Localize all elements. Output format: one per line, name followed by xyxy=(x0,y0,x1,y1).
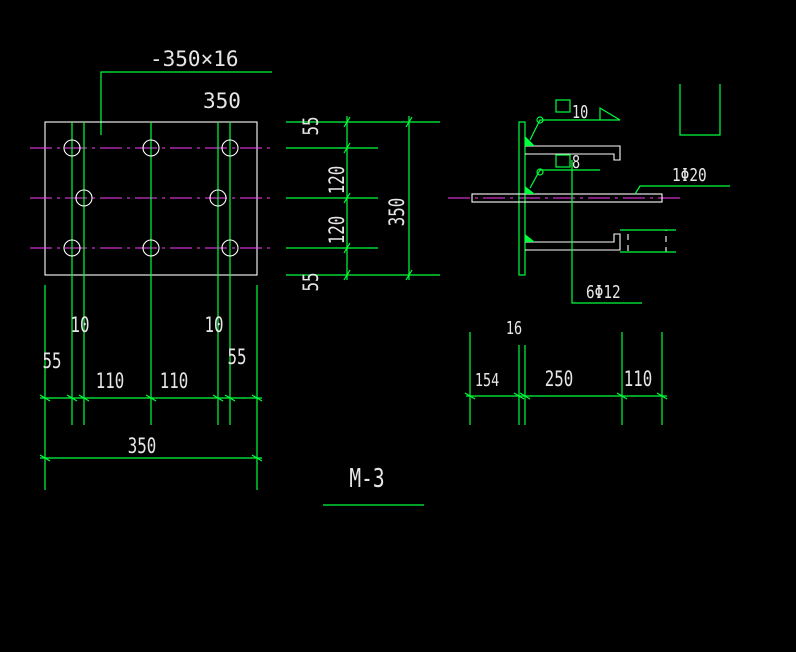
weld-leader-top xyxy=(529,119,620,141)
weld-mark xyxy=(525,234,535,242)
dim-top-55: 55 xyxy=(300,117,324,136)
tick xyxy=(145,394,157,402)
drawing-title-block: M-3 xyxy=(323,464,424,506)
tick xyxy=(519,392,531,400)
bar-main-label: 1Φ20 xyxy=(672,164,707,185)
plan-view: -350×16 350 xyxy=(30,47,272,490)
bolt-hole xyxy=(63,139,81,157)
dim-250: 250 xyxy=(545,368,573,392)
plate-spec-leader xyxy=(100,71,272,135)
weld-size-mid: 8 xyxy=(572,151,580,172)
plate-spec-label: -350×16 xyxy=(150,47,239,71)
tick xyxy=(464,392,476,400)
tick xyxy=(343,269,351,281)
dim-thickness-16: 16 xyxy=(506,317,522,338)
weld-mark xyxy=(525,136,535,146)
bolt-hole xyxy=(63,239,81,257)
tick xyxy=(656,392,668,400)
hook-detail xyxy=(627,229,667,253)
dim-right-10: 10 xyxy=(205,314,224,338)
tick xyxy=(39,454,51,462)
weld-dot xyxy=(536,116,544,124)
dim-bottom-55: 55 xyxy=(300,273,324,292)
dim-mid-110-a: 110 xyxy=(96,370,124,394)
tick xyxy=(343,242,351,254)
tick xyxy=(405,116,413,128)
anchor-bars-leader xyxy=(571,160,642,304)
tick xyxy=(78,394,90,402)
dim-154: 154 xyxy=(475,369,499,390)
dim-lower-120: 120 xyxy=(326,216,350,244)
dim-overall-350: 350 xyxy=(128,435,156,459)
weld-leader-mid xyxy=(529,169,600,189)
bolt-hole xyxy=(209,189,227,207)
tick xyxy=(513,392,525,400)
bolt-hole xyxy=(221,139,239,157)
tick xyxy=(343,192,351,204)
dim-upper-120: 120 xyxy=(326,166,350,194)
anchor-bars-label: 6Φ12 xyxy=(586,281,621,302)
side-section: 10 8 1Φ20 6Φ12 16 154 250 110 xyxy=(448,84,730,425)
dim-110-side: 110 xyxy=(624,368,652,392)
middle-anchor-bar xyxy=(471,193,663,203)
tick xyxy=(616,392,628,400)
tick xyxy=(251,394,263,402)
drawing-title: M-3 xyxy=(349,464,384,493)
dim-left-10: 10 xyxy=(71,314,90,338)
weld-square-symbol xyxy=(555,99,571,113)
weld-square-symbol xyxy=(555,154,571,168)
bolt-hole xyxy=(221,239,239,257)
tick xyxy=(251,454,263,462)
tick xyxy=(39,394,51,402)
dim-mid-110-b: 110 xyxy=(160,370,188,394)
tick xyxy=(343,116,351,128)
bar-main-leader xyxy=(634,185,730,195)
tick xyxy=(405,269,413,281)
tick xyxy=(224,394,236,402)
u-bar-symbol xyxy=(679,84,721,136)
tick xyxy=(212,394,224,402)
weld-dot xyxy=(536,168,544,176)
dim-overall-350-vertical: 350 xyxy=(386,198,410,226)
elevation-dimensions: 55 120 120 55 350 xyxy=(286,116,440,291)
dim-left-55: 55 xyxy=(43,350,62,374)
bolt-hole xyxy=(142,239,160,257)
plan-top-dimension: 350 xyxy=(203,89,241,113)
bolt-hole xyxy=(75,189,93,207)
weld-flag-top xyxy=(599,106,621,121)
bolt-hole xyxy=(142,139,160,157)
weld-size-top: 10 xyxy=(572,101,588,122)
tick xyxy=(66,394,78,402)
lower-anchor-bar xyxy=(525,233,621,251)
side-plate xyxy=(518,121,526,276)
tick xyxy=(343,142,351,154)
upper-anchor-bar xyxy=(525,145,621,161)
dim-right-55: 55 xyxy=(228,346,247,370)
weld-mark xyxy=(525,186,535,194)
